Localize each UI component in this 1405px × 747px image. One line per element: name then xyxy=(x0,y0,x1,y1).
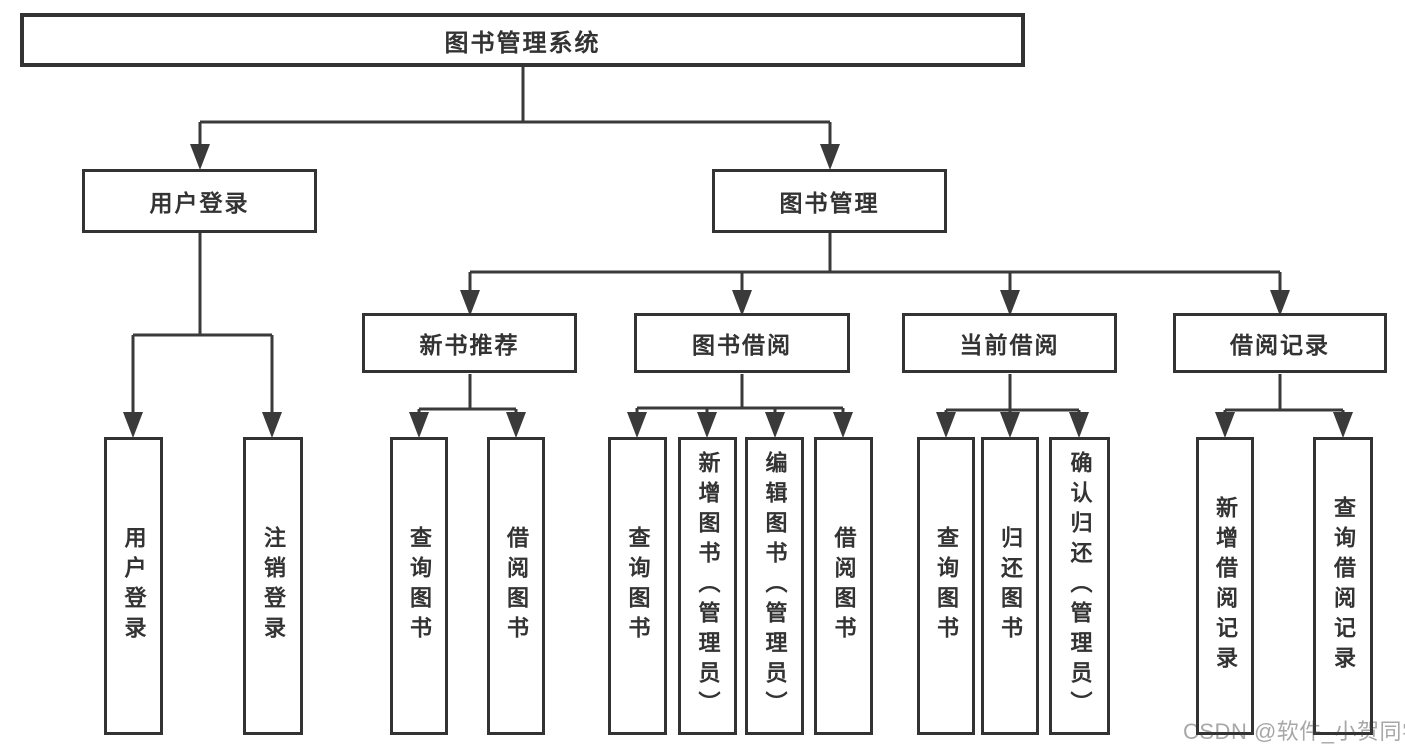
connector-current-to-leaves xyxy=(936,374,1089,438)
node-label: 查询图书 xyxy=(625,526,651,646)
connector-management-to-sections xyxy=(460,232,1290,316)
node-label: 新增借阅记录 xyxy=(1213,496,1238,676)
node-label: 新书推荐 xyxy=(419,332,520,358)
node-label: 图书管理系统 xyxy=(444,29,601,57)
leaf-user-login: 用户登录 xyxy=(104,437,163,735)
node-label: 用户登录 xyxy=(121,526,147,646)
leaf-borrow-books-borrow: 借阅图书 xyxy=(814,437,873,735)
node-label: 新增图书（管理员） xyxy=(695,451,721,721)
node-new-book-recommendation: 新书推荐 xyxy=(362,313,577,373)
leaf-add-books-admin: 新增图书（管理员） xyxy=(678,437,737,735)
leaf-confirm-return-admin: 确认归还（管理员） xyxy=(1049,437,1110,735)
csdn-watermark: CSDN @软件_小贺同学 xyxy=(1183,719,1405,744)
connector-records-to-leaves xyxy=(1215,374,1353,438)
node-label: 查询借阅记录 xyxy=(1331,496,1356,676)
leaf-logout: 注销登录 xyxy=(243,437,303,735)
node-label: 借阅图书 xyxy=(504,526,529,646)
connector-userlogin-to-leaves xyxy=(123,233,282,438)
node-label: 图书管理 xyxy=(779,190,880,216)
leaf-borrow-books-recommend: 借阅图书 xyxy=(487,437,545,735)
node-label: 当前借阅 xyxy=(959,332,1060,358)
leaf-query-books-borrow: 查询图书 xyxy=(608,437,667,735)
leaf-add-borrow-record: 新增借阅记录 xyxy=(1196,437,1254,735)
node-label: 图书借阅 xyxy=(692,332,792,358)
leaf-query-books-current: 查询图书 xyxy=(917,437,975,735)
node-label: 归还图书 xyxy=(998,526,1023,646)
connector-borrowing-to-leaves xyxy=(627,374,853,438)
node-label: 借阅记录 xyxy=(1230,332,1330,358)
node-label: 借阅图书 xyxy=(831,526,857,646)
node-current-borrowing: 当前借阅 xyxy=(902,313,1117,373)
node-label: 查询图书 xyxy=(934,526,959,646)
node-user-login: 用户登录 xyxy=(82,169,317,233)
leaf-return-books: 归还图书 xyxy=(981,437,1039,735)
node-label: 确认归还（管理员） xyxy=(1067,451,1093,721)
leaf-query-books-recommend: 查询图书 xyxy=(390,437,448,735)
node-book-borrowing: 图书借阅 xyxy=(634,313,850,373)
connector-root-to-branches xyxy=(190,67,840,170)
node-borrowing-records: 借阅记录 xyxy=(1173,313,1387,373)
node-label: 查询图书 xyxy=(407,526,432,646)
leaf-query-borrow-record: 查询借阅记录 xyxy=(1313,437,1373,735)
connector-recommend-to-leaves xyxy=(409,374,526,438)
node-label: 用户登录 xyxy=(149,190,250,216)
node-library-management-system: 图书管理系统 xyxy=(20,13,1025,67)
node-label: 编辑图书（管理员） xyxy=(762,451,788,721)
node-book-management: 图书管理 xyxy=(712,169,947,233)
leaf-edit-books-admin: 编辑图书（管理员） xyxy=(745,437,804,735)
node-label: 注销登录 xyxy=(261,526,286,646)
